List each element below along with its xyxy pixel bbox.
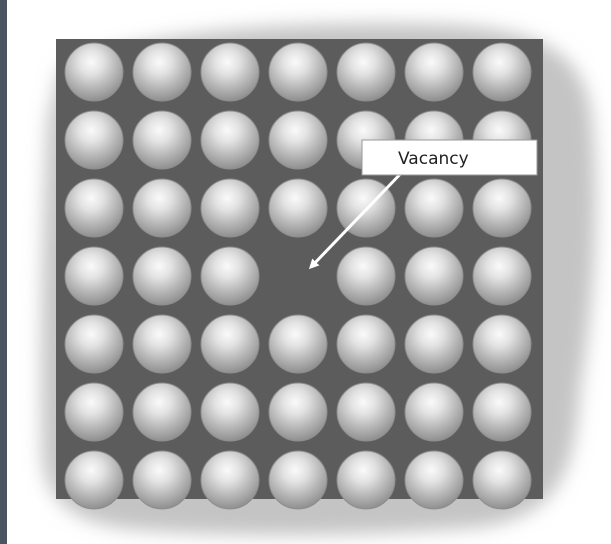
atom <box>201 383 259 441</box>
atom <box>133 43 191 101</box>
atom <box>201 43 259 101</box>
atom <box>133 247 191 305</box>
atom <box>201 451 259 509</box>
atom <box>65 315 123 373</box>
atom <box>133 179 191 237</box>
atom <box>133 383 191 441</box>
atom <box>405 383 463 441</box>
atom <box>473 179 531 237</box>
atom <box>337 43 395 101</box>
atom <box>269 383 327 441</box>
atom <box>201 315 259 373</box>
atom <box>405 43 463 101</box>
atom <box>269 451 327 509</box>
atom <box>269 179 327 237</box>
atom <box>473 247 531 305</box>
atom <box>405 247 463 305</box>
atom <box>65 247 123 305</box>
atom <box>133 315 191 373</box>
atom <box>473 315 531 373</box>
atom <box>65 451 123 509</box>
atom <box>473 383 531 441</box>
atom <box>65 383 123 441</box>
atom <box>473 451 531 509</box>
atom <box>269 111 327 169</box>
atom <box>337 315 395 373</box>
atom <box>405 451 463 509</box>
atom <box>133 451 191 509</box>
atom <box>133 111 191 169</box>
atom <box>269 315 327 373</box>
atom <box>201 111 259 169</box>
vacancy-label: Vacancy <box>398 149 469 169</box>
atom <box>337 383 395 441</box>
atom <box>337 451 395 509</box>
atom <box>473 43 531 101</box>
atom <box>405 179 463 237</box>
atom <box>201 179 259 237</box>
atom <box>405 315 463 373</box>
atom <box>65 43 123 101</box>
atom <box>65 179 123 237</box>
atom <box>337 247 395 305</box>
atom <box>269 43 327 101</box>
atom <box>65 111 123 169</box>
atom <box>201 247 259 305</box>
